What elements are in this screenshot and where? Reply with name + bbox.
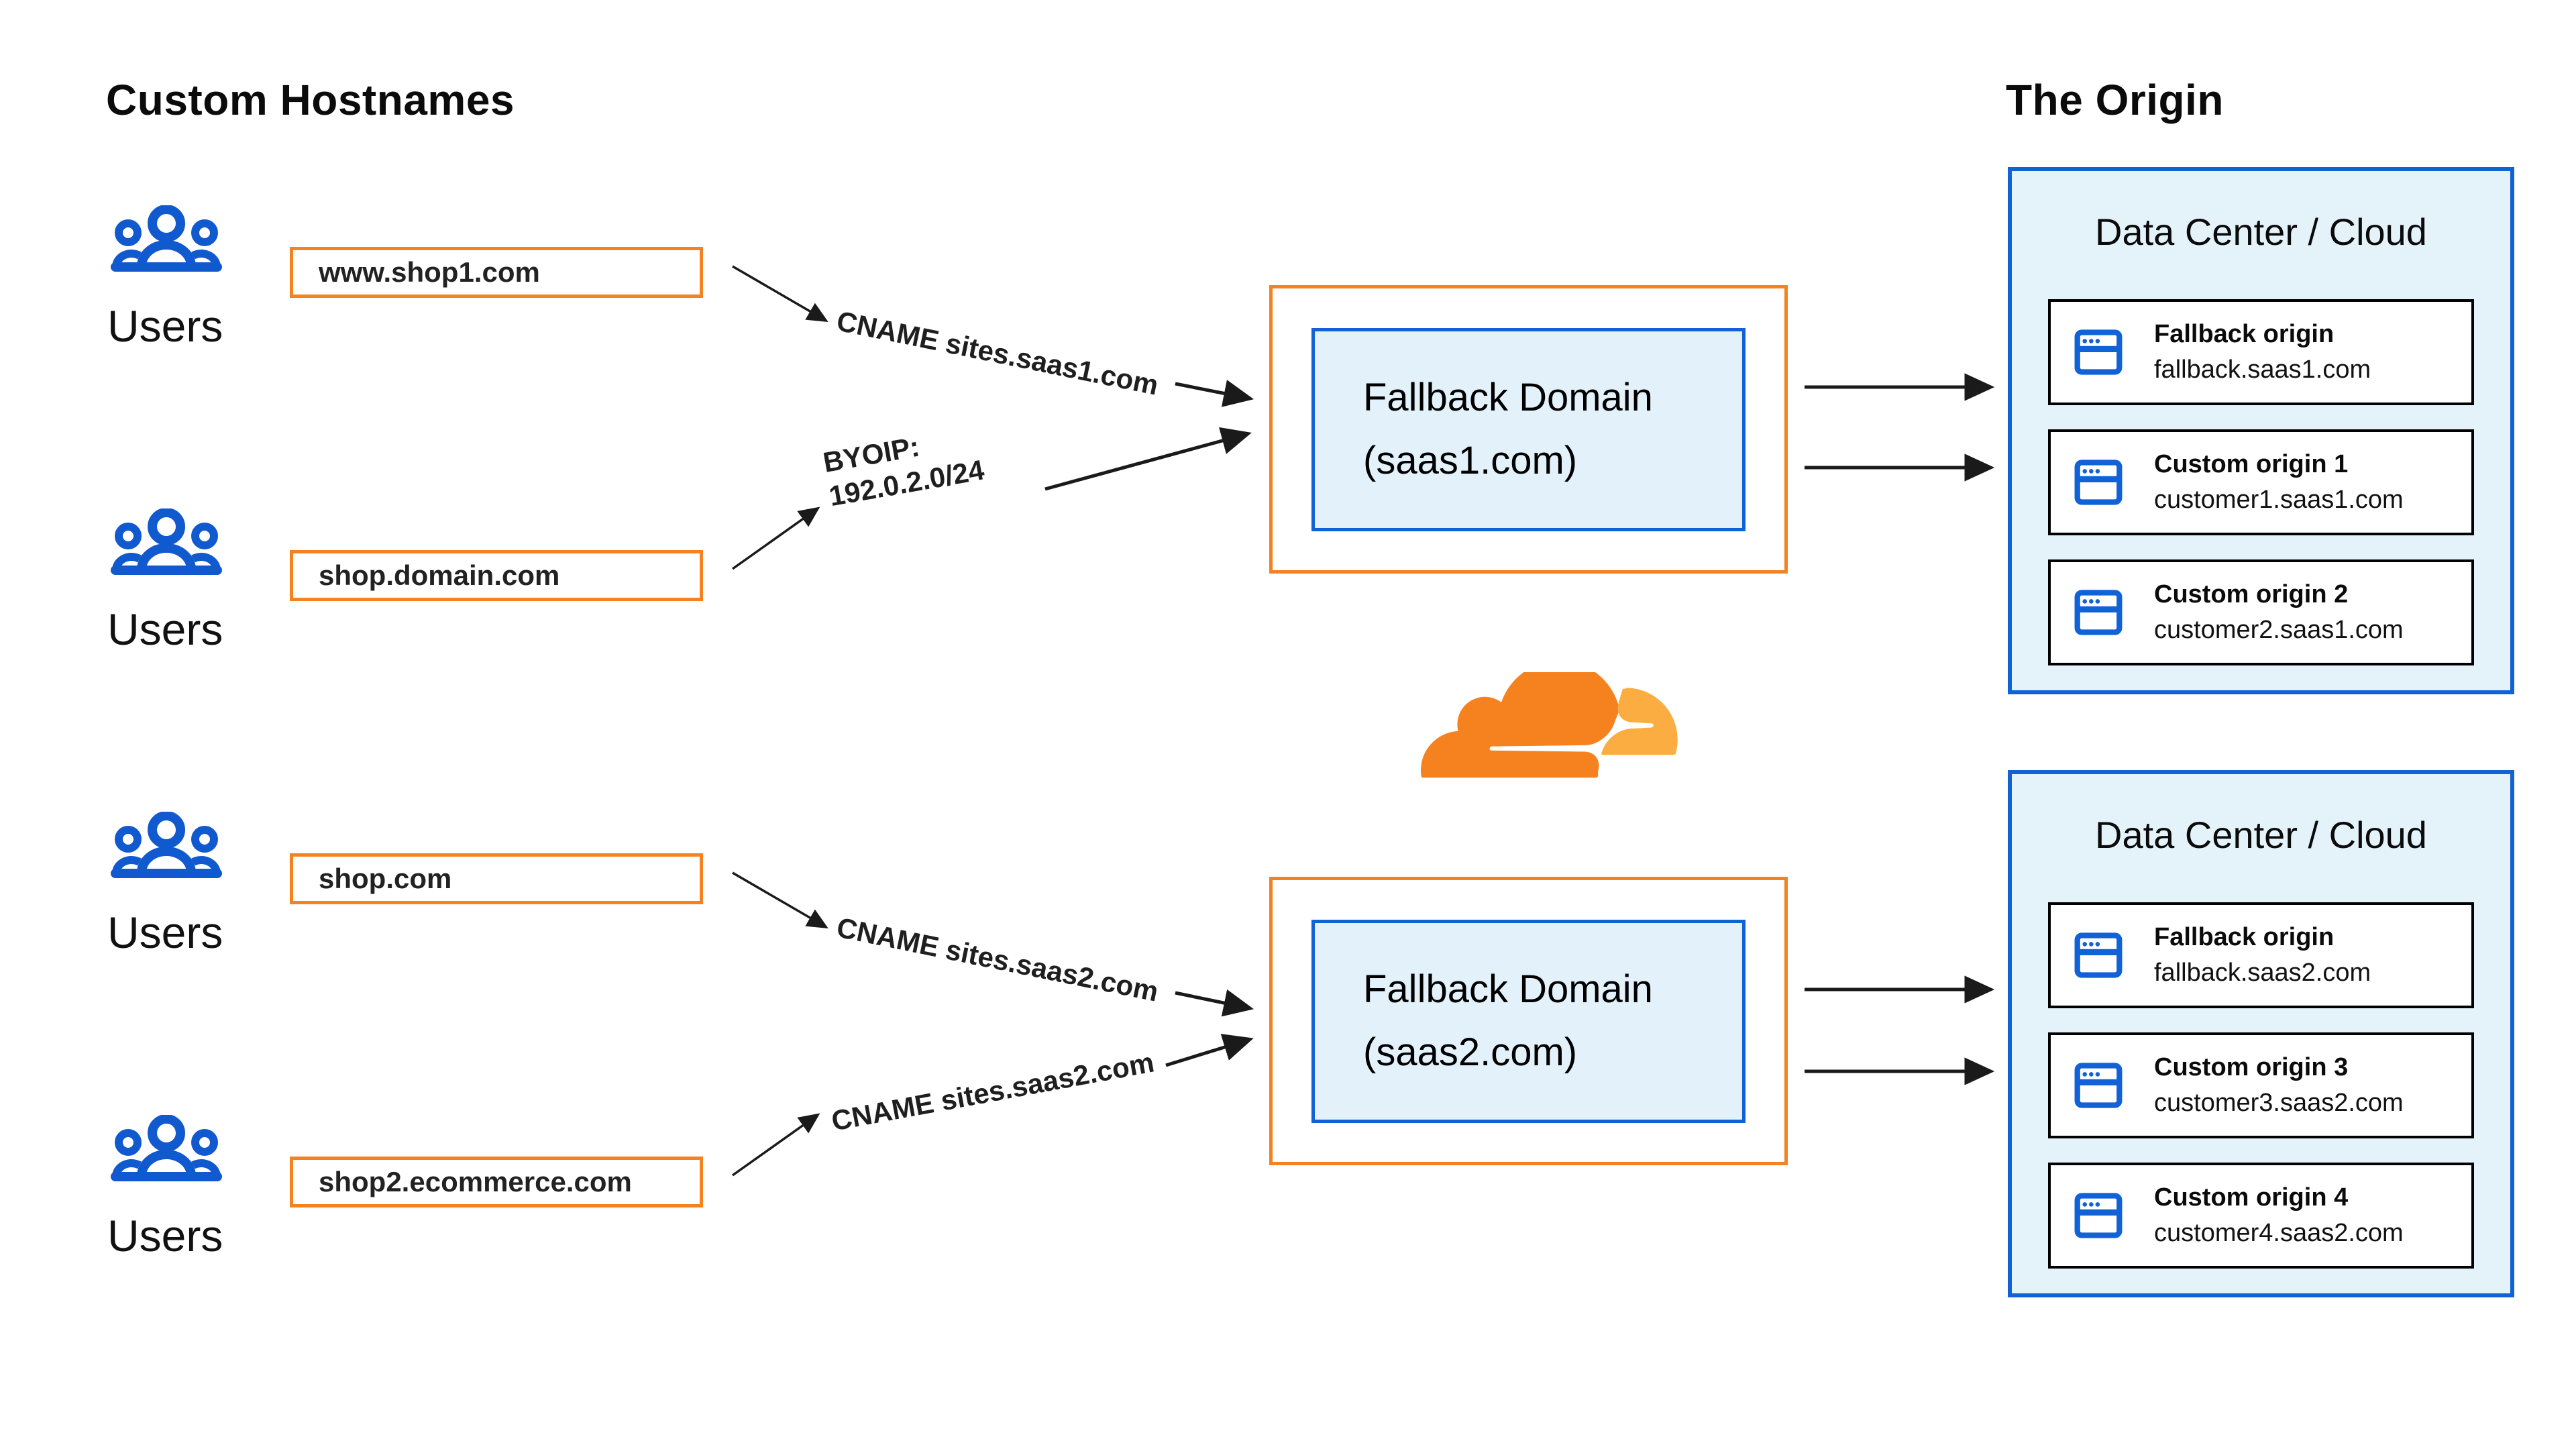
origin-card-custom4: Custom origin 4 customer4.saas2.com bbox=[2048, 1163, 2474, 1269]
fallback-domain-line1: Fallback Domain bbox=[1363, 967, 1653, 1012]
origin-card-fallback-saas2: Fallback origin fallback.saas2.com bbox=[2048, 902, 2474, 1008]
browser-window-icon bbox=[2074, 329, 2123, 376]
origin-name: Custom origin 1 bbox=[2154, 450, 2349, 478]
origin-host: customer2.saas1.com bbox=[2154, 616, 2404, 644]
users-label: Users bbox=[107, 604, 223, 654]
origin-host: fallback.saas1.com bbox=[2154, 356, 2371, 384]
datacenter-box-1: Data Center / Cloud Fallback origin fall… bbox=[2008, 167, 2514, 694]
users-icon bbox=[107, 811, 225, 882]
fallback-domain-inner: Fallback Domain (saas1.com) bbox=[1311, 327, 1746, 531]
browser-window-icon bbox=[2074, 1192, 2123, 1239]
datacenter-box-2: Data Center / Cloud Fallback origin fall… bbox=[2008, 770, 2514, 1297]
hostname-label: shop2.ecommerce.com bbox=[319, 1166, 632, 1197]
fallback-domain-line2: (saas1.com) bbox=[1363, 439, 1578, 482]
hostname-box-shop-domain: shop.domain.com bbox=[290, 550, 703, 601]
fallback-domain-line1: Fallback Domain bbox=[1363, 376, 1653, 420]
users-label: Users bbox=[107, 1211, 223, 1260]
users-icon bbox=[107, 205, 225, 276]
fallback-domain-line2: (saas2.com) bbox=[1363, 1030, 1578, 1074]
datacenter-title: Data Center / Cloud bbox=[2095, 211, 2427, 253]
cloudflare-logo bbox=[1421, 660, 1678, 794]
origin-card-fallback-saas1: Fallback origin fallback.saas1.com bbox=[2048, 299, 2474, 405]
origin-host: customer4.saas2.com bbox=[2154, 1219, 2404, 1247]
hostname-box-shop: shop.com bbox=[290, 853, 703, 904]
hostname-label: shop.com bbox=[319, 863, 452, 894]
origin-name: Custom origin 3 bbox=[2154, 1053, 2349, 1081]
cname-saas2-label-lower: CNAME sites.saas2.com bbox=[828, 1046, 1157, 1137]
origin-card-custom2: Custom origin 2 customer2.saas1.com bbox=[2048, 559, 2474, 665]
fallback-domain-inner: Fallback Domain (saas2.com) bbox=[1311, 919, 1746, 1123]
hostname-box-shop1: www.shop1.com bbox=[290, 247, 703, 298]
browser-window-icon bbox=[2074, 459, 2123, 506]
hostname-label: shop.domain.com bbox=[319, 559, 560, 591]
users-icon bbox=[107, 508, 225, 579]
origin-title: The Origin bbox=[2006, 76, 2224, 124]
users-label: Users bbox=[107, 301, 223, 351]
origin-card-custom3: Custom origin 3 customer3.saas2.com bbox=[2048, 1032, 2474, 1138]
users-icon bbox=[107, 1114, 225, 1185]
fallback-domain-box-saas1: Fallback Domain (saas1.com) bbox=[1269, 285, 1788, 574]
origin-name: Fallback origin bbox=[2154, 320, 2334, 348]
browser-window-icon bbox=[2074, 1062, 2123, 1109]
custom-hostnames-title: Custom Hostnames bbox=[106, 76, 515, 124]
byoip-label: BYOIP: 192.0.2.0/24 bbox=[820, 419, 987, 513]
cname-saas2-label-upper: CNAME sites.saas2.com bbox=[834, 911, 1161, 1008]
browser-window-icon bbox=[2074, 589, 2123, 636]
origin-host: fallback.saas2.com bbox=[2154, 959, 2371, 987]
fallback-domain-box-saas2: Fallback Domain (saas2.com) bbox=[1269, 877, 1788, 1165]
datacenter-title: Data Center / Cloud bbox=[2095, 814, 2427, 856]
hostname-label: www.shop1.com bbox=[319, 256, 540, 288]
origin-host: customer1.saas1.com bbox=[2154, 486, 2404, 514]
origin-host: customer3.saas2.com bbox=[2154, 1089, 2404, 1117]
users-label: Users bbox=[107, 908, 223, 957]
browser-window-icon bbox=[2074, 932, 2123, 979]
origin-name: Custom origin 2 bbox=[2154, 580, 2349, 608]
hostname-box-shop2-ecommerce: shop2.ecommerce.com bbox=[290, 1157, 703, 1208]
origin-name: Fallback origin bbox=[2154, 923, 2334, 951]
cname-saas1-label: CNAME sites.saas1.com bbox=[834, 305, 1161, 401]
origin-card-custom1: Custom origin 1 customer1.saas1.com bbox=[2048, 429, 2474, 535]
origin-name: Custom origin 4 bbox=[2154, 1183, 2349, 1212]
